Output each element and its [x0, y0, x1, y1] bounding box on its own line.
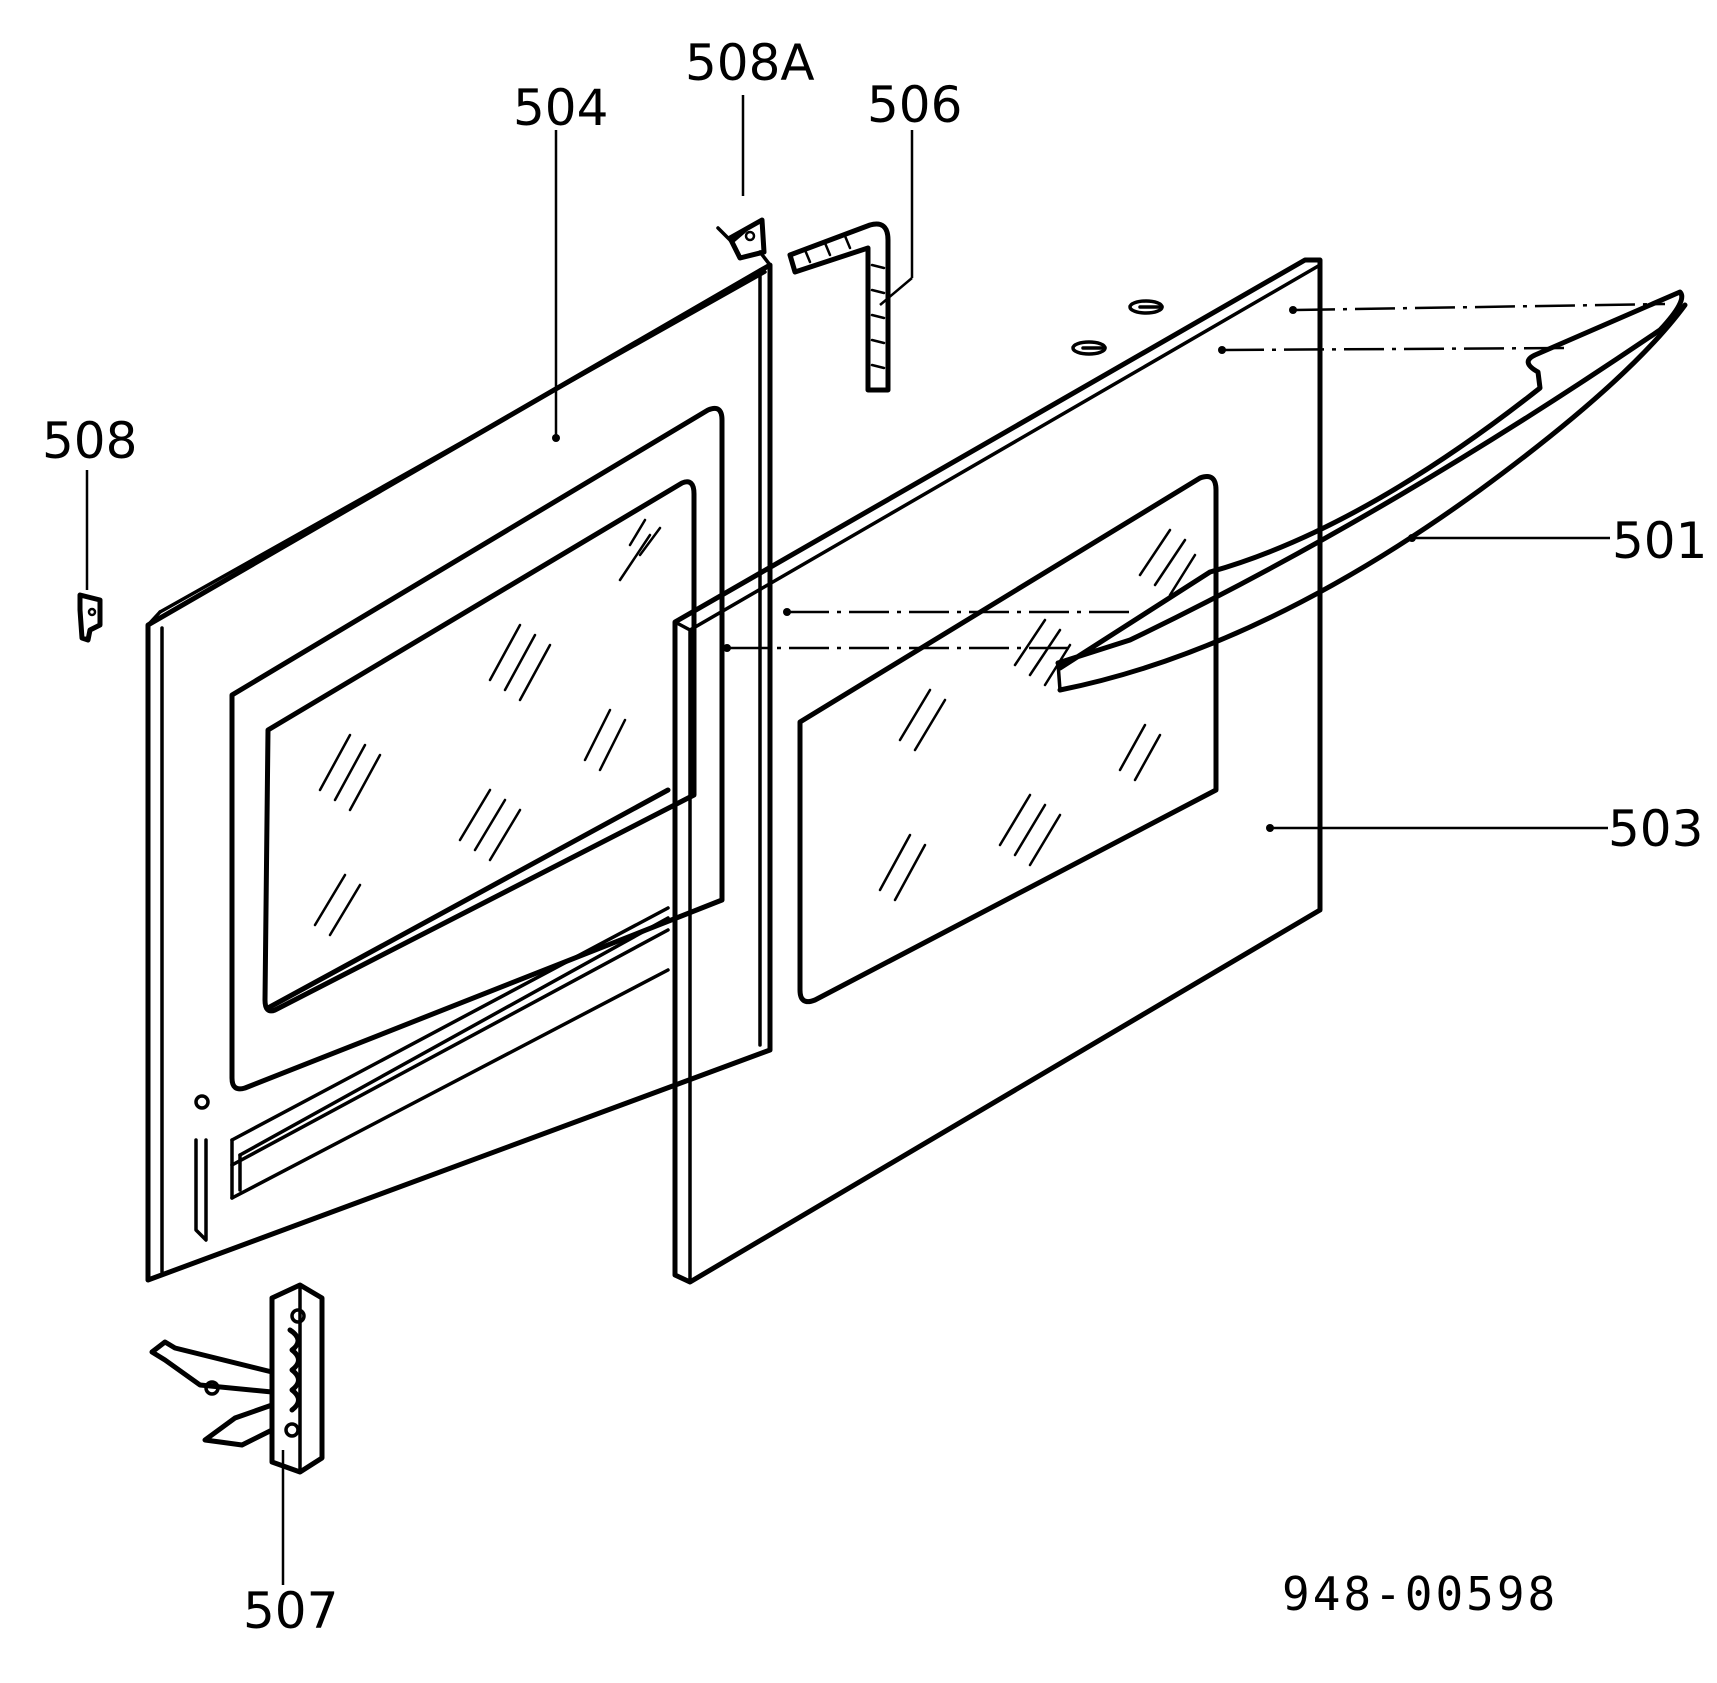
label-508a: 508A — [685, 34, 815, 92]
drawing-number: 948-00598 — [1282, 1567, 1558, 1621]
label-507: 507 — [243, 1582, 338, 1640]
outer-door-panel — [672, 257, 1323, 1285]
hinge-assembly — [149, 1282, 325, 1475]
label-506: 506 — [867, 76, 962, 134]
door-handle — [1055, 289, 1688, 693]
clip-508 — [77, 592, 103, 643]
alignment-lines — [729, 302, 1666, 650]
label-501: 501 — [1612, 512, 1707, 570]
door-seal-gasket — [787, 221, 891, 393]
clip-508a — [716, 217, 772, 267]
screws — [1071, 299, 1164, 356]
leader-lines — [85, 95, 1610, 1585]
label-503: 503 — [1608, 800, 1703, 858]
inner-door-frame — [145, 262, 773, 1283]
label-508: 508 — [42, 412, 137, 470]
label-504: 504 — [513, 79, 608, 137]
